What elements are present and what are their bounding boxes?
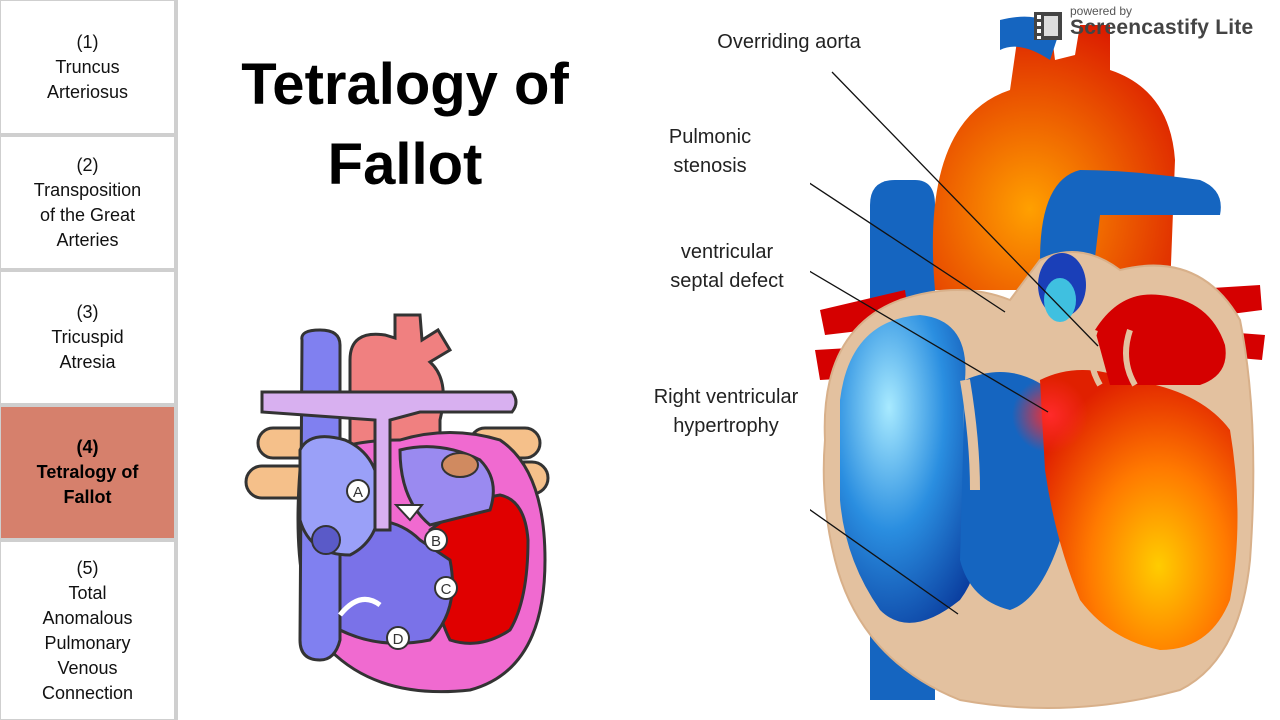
sinus-node [311,525,341,555]
label-pulmonic-stenosis: Pulmonic stenosis [668,126,752,177]
marker-a: A [346,479,370,503]
svg-text:B: B [431,533,441,550]
svg-text:D: D [393,631,404,648]
sidebar-item-tricuspid-atresia[interactable]: (3) Tricuspid Atresia [1,272,174,403]
valve-white-2 [338,596,382,617]
label-right-ventricular-hypertrophy: Right ventricular hypertrophy [653,386,799,437]
svg-text:C: C [441,581,452,598]
annotation-leader-lines [810,71,1099,615]
vsd-glow [1012,377,1088,453]
valve-outline [1088,329,1138,387]
small-heart-diagram: A B C D [244,313,550,694]
valve-white [393,504,425,522]
sidebar-item-tapvc[interactable]: (5) Total Anomalous Pulmonary Venous Con… [1,542,174,719]
watermark-powered-by: powered by [1070,4,1133,18]
coronary-sinus [441,452,479,478]
marker-c: C [434,576,458,600]
aorta-arch [932,20,1175,290]
sidebar-item-label: (4) Tetralogy of Fallot [36,437,139,507]
pulmonary-artery [260,390,518,532]
marker-b: B [424,528,448,552]
label-ventricular-septal-defect: ventricular septal defect [670,241,784,292]
septum-outline [960,379,980,491]
sidebar-item-label: (1) Truncus Arteriosus [46,31,129,102]
slide-title: Tetralogy of Fallot [241,52,569,197]
film-strip-icon [1034,12,1062,40]
sidebar-item-truncus-arteriosus[interactable]: (1) Truncus Arteriosus [1,1,174,133]
label-overriding-aorta: Overriding aorta [717,31,861,53]
sidebar-item-label: (2) Transposition of the Great Arteries [33,154,142,250]
sidebar: (1) Truncus Arteriosus (2) Transposition… [0,0,178,720]
watermark-brand: Screencastify Lite [1070,16,1254,39]
svg-text:A: A [353,484,363,501]
sidebar-item-tetralogy-of-fallot[interactable]: (4) Tetralogy of Fallot [1,407,174,538]
large-heart-diagram [810,16,1265,709]
screencastify-watermark: powered by Screencastify Lite [1026,4,1276,44]
pulmonic-stenosis-light [1044,278,1076,322]
marker-d: D [386,626,410,650]
sidebar-item-label: (3) Tricuspid Atresia [51,302,124,372]
sidebar-item-transposition[interactable]: (2) Transposition of the Great Arteries [1,137,174,268]
left-ventricle [1040,370,1238,650]
sidebar-item-label: (5) Total Anomalous Pulmonary Venous Con… [41,557,134,703]
right-heart-chamber [840,315,980,623]
